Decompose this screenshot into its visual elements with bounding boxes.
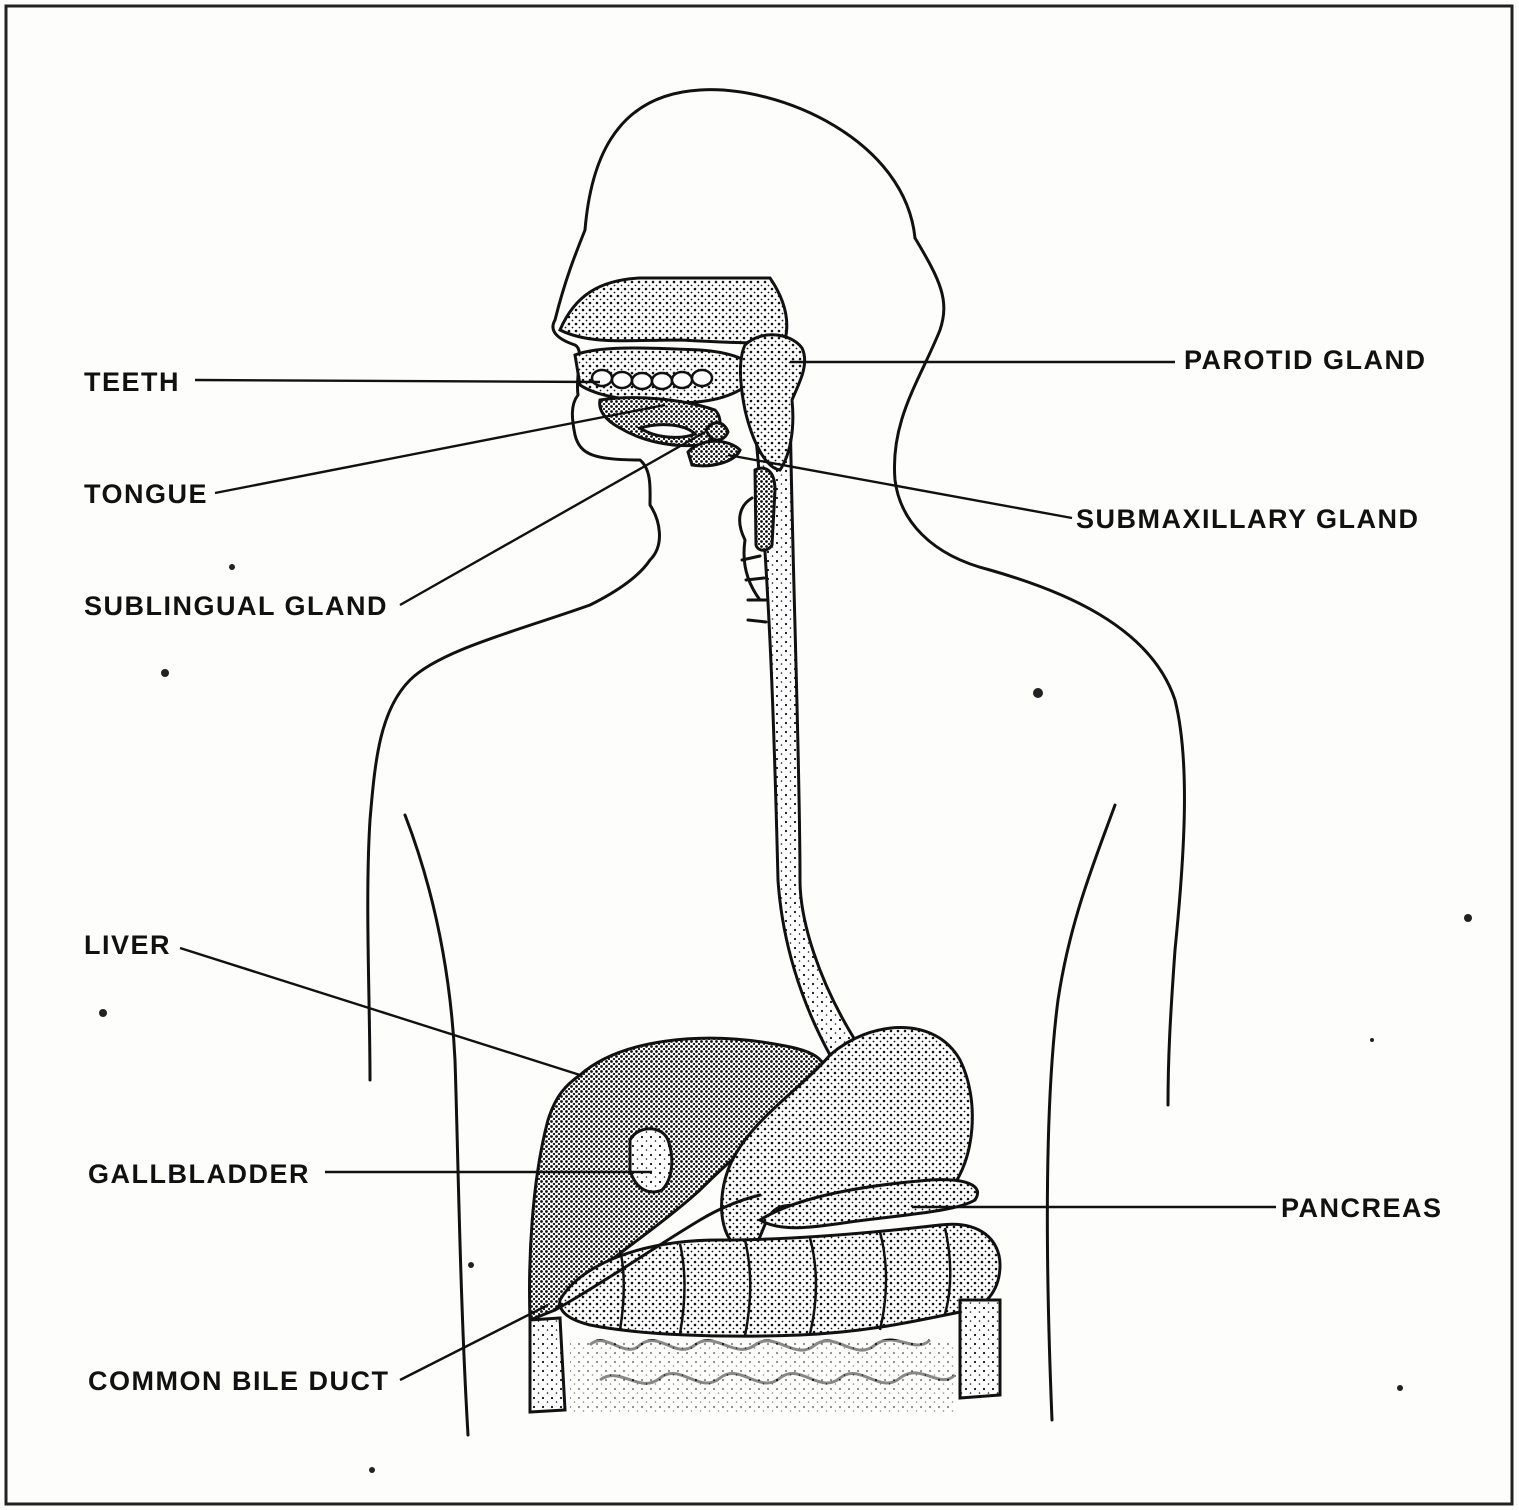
label-common-bile-duct: COMMON BILE DUCT [88, 1366, 389, 1396]
leader-sublingual [400, 432, 705, 605]
label-gallbladder: GALLBLADDER [88, 1159, 310, 1189]
label-pancreas: PANCREAS [1281, 1193, 1443, 1223]
leader-common-bile-duct [400, 1305, 548, 1380]
label-teeth: TEETH [84, 367, 180, 397]
parotid-gland-shape [740, 335, 804, 470]
label-parotid-gland: PAROTID GLAND [1184, 345, 1427, 375]
label-submaxillary-gland: SUBMAXILLARY GLAND [1076, 504, 1420, 534]
label-sublingual-gland: SUBLINGUAL GLAND [84, 591, 388, 621]
jaw-and-teeth [575, 348, 760, 446]
small-intestine [570, 1340, 955, 1415]
submaxillary-gland-shape [688, 441, 740, 466]
nasal-cavity [560, 278, 787, 343]
larynx-shape [755, 468, 775, 550]
sublingual-gland-shape [706, 423, 728, 440]
label-tongue: TONGUE [84, 479, 208, 509]
leader-tongue [215, 405, 665, 493]
leader-liver [180, 948, 580, 1075]
leader-teeth [195, 380, 600, 382]
label-liver: LIVER [84, 930, 171, 960]
gallbladder-shape [630, 1129, 672, 1192]
